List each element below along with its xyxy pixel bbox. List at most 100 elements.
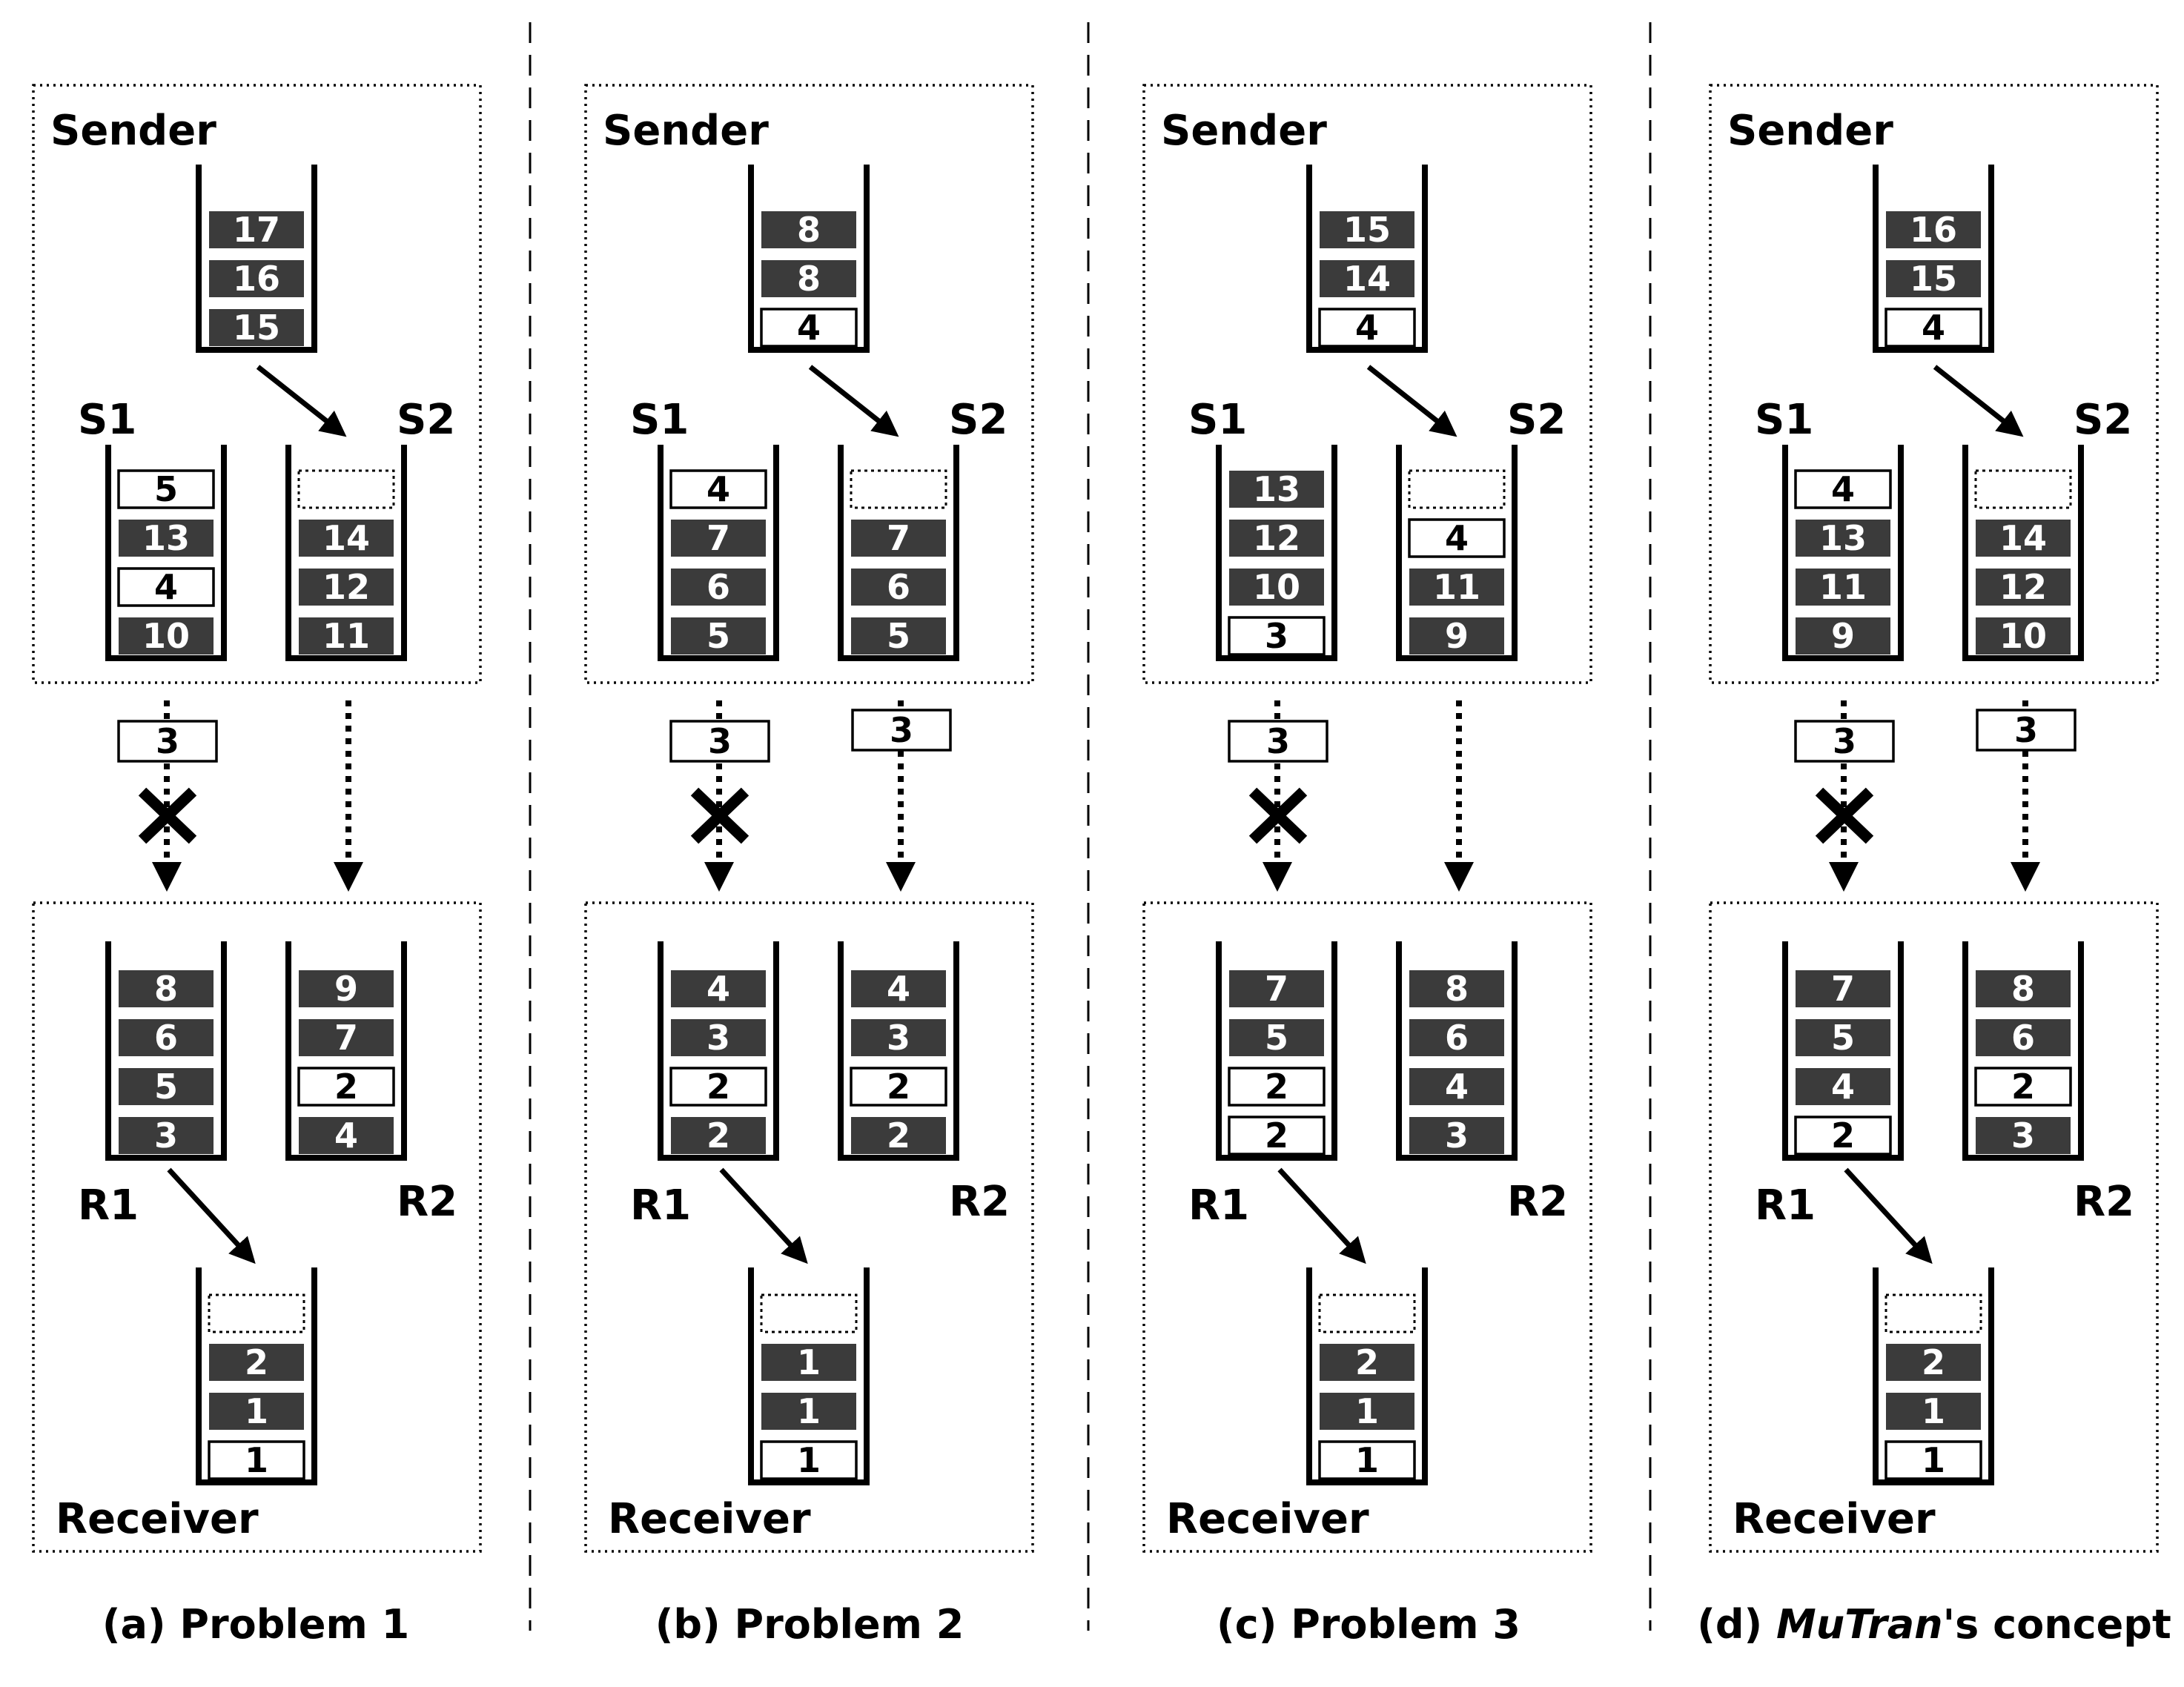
s1-queue-packet-4 — [1796, 617, 1890, 654]
r1-queue-packet-4 — [1228, 1116, 1326, 1156]
r2-queue-packet-2 — [851, 1019, 946, 1056]
inflight-s1-label: 3 — [708, 721, 732, 761]
s1-queue-packet-4 — [119, 617, 214, 654]
s2-queue-container — [838, 445, 959, 661]
s2-queue-packet-3 — [299, 569, 394, 606]
inflight-s1-label: 3 — [156, 721, 179, 761]
sender-queue-packet-3-label: 4 — [797, 308, 821, 348]
s2-queue-packet-4 — [851, 617, 946, 654]
receiver-queue-packet-2-label: 1 — [797, 1342, 821, 1382]
s1-queue-packet-1 — [117, 469, 215, 509]
sender-queue-container — [748, 165, 870, 353]
sender-queue-packet-1-label: 16 — [1910, 210, 1957, 250]
s2-queue-packet-1-empty — [297, 469, 395, 509]
r1-queue-packet-1-label: 8 — [154, 969, 178, 1009]
sender-queue-packet-2-label: 14 — [1343, 259, 1391, 299]
receiver-queue-packet-2 — [761, 1344, 856, 1381]
receiver-queue-container — [748, 1267, 870, 1485]
r2-queue-packet-4 — [299, 1117, 394, 1154]
r1-queue-container — [1782, 941, 1904, 1161]
sender-queue-packet-3-label: 4 — [1922, 308, 1945, 348]
receiver-label: Receiver — [56, 1495, 259, 1543]
sender-queue-packet-3-label: 4 — [1355, 308, 1379, 348]
r1-queue-packet-4 — [1794, 1116, 1892, 1156]
s1-queue-packet-3 — [117, 567, 215, 607]
r2-label: R2 — [397, 1178, 457, 1226]
s2-label: S2 — [1507, 396, 1566, 444]
s2-queue-packet-4-label: 9 — [1445, 616, 1469, 656]
r1-queue-packet-4-label: 2 — [1265, 1116, 1288, 1156]
r1-queue-packet-3 — [669, 1067, 767, 1107]
inflight-s1-packet — [117, 720, 218, 763]
r2-label: R2 — [2074, 1178, 2134, 1226]
r2-queue-packet-3 — [850, 1067, 947, 1107]
sender-to-s2-arrow — [1933, 365, 2024, 437]
receiver-queue-packet-1-empty — [1318, 1293, 1416, 1333]
r1-queue-container — [658, 941, 779, 1161]
sender-queue-packet-3 — [760, 308, 858, 348]
s2-queue-container — [285, 445, 407, 661]
r2-queue-packet-1 — [851, 970, 946, 1007]
r2-queue-packet-4 — [1976, 1117, 2071, 1154]
receiver-queue-packet-3 — [1320, 1393, 1414, 1430]
sender-queue-packet-2 — [209, 260, 304, 297]
s2-queue-packet-4 — [1409, 617, 1504, 654]
sender-queue-packet-2-label: 15 — [1910, 259, 1957, 299]
s2-queue-packet-4 — [299, 617, 394, 654]
r1-queue-packet-2-label: 6 — [154, 1018, 178, 1058]
receiver-queue-packet-4-label: 1 — [245, 1440, 268, 1480]
s1-queue-packet-4-label: 9 — [1831, 616, 1855, 656]
s2-queue-packet-2-label: 14 — [1999, 518, 2047, 558]
s2-queue-packet-3 — [851, 569, 946, 606]
s1-queue-packet-3-label: 11 — [1819, 567, 1867, 607]
s1-label: S1 — [630, 396, 689, 444]
r1-label: R1 — [1188, 1181, 1249, 1230]
receiver-queue-packet-4 — [1318, 1440, 1416, 1480]
r1-queue-packet-1 — [1796, 970, 1890, 1007]
inflight-s1-packet — [669, 720, 770, 763]
inflight-s1-packet — [1794, 720, 1895, 763]
r1-queue-packet-3 — [119, 1068, 214, 1105]
r2-queue-packet-4 — [851, 1117, 946, 1154]
r1-queue-packet-4-label: 2 — [1831, 1116, 1855, 1156]
receiver-queue-packet-3-label: 1 — [1355, 1391, 1379, 1431]
r1-queue-packet-2 — [1796, 1019, 1890, 1056]
sender-box — [1709, 84, 2159, 684]
sender-queue-packet-1 — [209, 211, 304, 248]
r1-queue-packet-3-label: 2 — [1265, 1067, 1288, 1107]
inflight-s1-packet — [1228, 720, 1328, 763]
sender-label: Sender — [50, 107, 216, 155]
r1-label: R1 — [1755, 1181, 1816, 1230]
receiver-queue-packet-2 — [209, 1344, 304, 1381]
inflight-s1-label: 3 — [1266, 721, 1290, 761]
s2-queue-packet-1-empty — [1974, 469, 2072, 509]
r1-queue-container — [105, 941, 227, 1161]
receiver-queue-packet-2-label: 2 — [245, 1342, 268, 1382]
receiver-queue-packet-4-label: 1 — [797, 1440, 821, 1480]
sender-to-s2-arrow — [808, 365, 899, 437]
loss-cross-icon-stroke — [1815, 787, 1874, 844]
s1-queue-packet-4 — [671, 617, 766, 654]
r2-queue-packet-3 — [1974, 1067, 2072, 1107]
r2-queue-container — [1396, 941, 1518, 1161]
receiver-queue-packet-2-label: 2 — [1355, 1342, 1379, 1382]
s1-queue-container — [1216, 445, 1337, 661]
receiver-queue-packet-3 — [1886, 1393, 1981, 1430]
r1-to-receiver-arrow — [719, 1167, 808, 1265]
s1-queue-packet-2-label: 7 — [707, 518, 730, 558]
r2-queue-packet-2-label: 6 — [2011, 1018, 2035, 1058]
s1-queue-packet-1-label: 4 — [1831, 469, 1855, 509]
s1-queue-packet-1 — [1229, 471, 1324, 508]
inflight-s2-label: 3 — [2014, 710, 2038, 750]
inflight-s2-label: 3 — [890, 710, 913, 750]
caption-2: (b) Problem 2 — [655, 1601, 964, 1648]
r1-queue-packet-2 — [119, 1019, 214, 1056]
caption-3: (c) Problem 3 — [1217, 1601, 1520, 1648]
sender-queue-packet-1-label: 8 — [797, 210, 821, 250]
r2-queue-packet-3-label: 4 — [1445, 1067, 1469, 1107]
receiver-queue-packet-3 — [209, 1393, 304, 1430]
receiver-queue-packet-1-empty — [208, 1293, 305, 1333]
